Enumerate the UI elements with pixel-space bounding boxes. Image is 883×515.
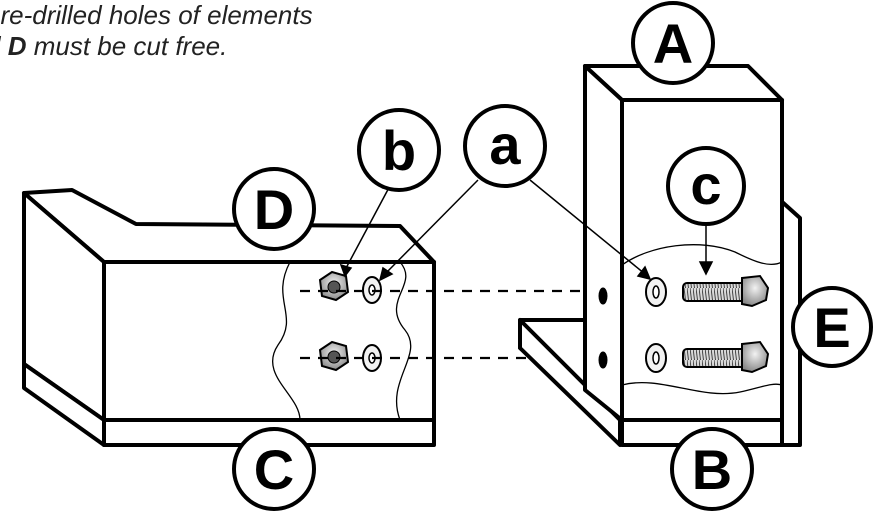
cut-free-area-left xyxy=(271,261,412,421)
nut-top xyxy=(318,270,350,302)
label-C: C xyxy=(254,438,294,501)
caption-line-2-suffix: must be cut free. xyxy=(33,31,228,61)
bolt-top xyxy=(682,274,770,308)
bolt-bottom xyxy=(682,340,770,374)
label-c: c xyxy=(690,153,721,216)
leader-b xyxy=(344,181,393,271)
right-hardware xyxy=(645,274,770,374)
right-piece xyxy=(518,64,802,447)
washer-top-right xyxy=(645,277,667,307)
instruction-caption: pre-drilled holes of elements d D must b… xyxy=(0,0,406,62)
leader-a-right xyxy=(529,179,646,275)
caption-element-d: D xyxy=(7,31,27,61)
label-E: E xyxy=(813,296,850,359)
nut-bottom xyxy=(318,340,350,372)
element-d-front xyxy=(102,260,436,422)
cut-free-area-right xyxy=(621,244,783,395)
callout-b: b xyxy=(357,108,441,192)
label-b: b xyxy=(382,119,416,182)
leader-a-left xyxy=(384,179,479,275)
label-A: A xyxy=(653,12,693,75)
left-hardware xyxy=(318,270,382,372)
callout-B: B xyxy=(670,427,754,511)
hole-bottom xyxy=(598,351,608,369)
callout-a: a xyxy=(463,104,547,188)
arrowhead-b xyxy=(339,263,353,278)
left-piece xyxy=(22,188,436,447)
arrowhead-a-left xyxy=(378,266,394,282)
callout-E: E xyxy=(791,286,873,368)
hole-top xyxy=(598,287,608,305)
callout-A: A xyxy=(631,1,715,85)
label-a: a xyxy=(489,113,521,176)
label-B: B xyxy=(692,438,732,501)
label-D: D xyxy=(254,178,294,241)
callout-D: D xyxy=(232,167,316,251)
callout-c: c xyxy=(666,146,746,226)
callout-C: C xyxy=(232,427,316,511)
arrowhead-c xyxy=(698,261,714,276)
arrowhead-a-right xyxy=(636,265,652,281)
caption-line-1: pre-drilled holes of elements xyxy=(0,0,313,30)
leader-arrows xyxy=(339,179,714,282)
callouts: A D b a c E C B xyxy=(232,1,873,511)
alignment-lines xyxy=(300,289,660,360)
washer-bottom-right xyxy=(645,343,667,373)
